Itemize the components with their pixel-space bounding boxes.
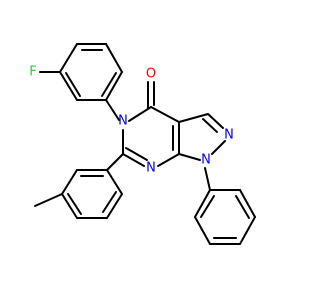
- nitrogen-label: N: [118, 114, 128, 129]
- fluorophenyl-ring: [39, 43, 123, 101]
- bond: [194, 189, 211, 218]
- bond: [239, 216, 256, 245]
- nitrogen-label: N: [224, 128, 234, 143]
- oxygen-label: O: [146, 67, 156, 82]
- bond: [125, 147, 148, 161]
- bond: [204, 167, 211, 191]
- bond: [67, 193, 82, 215]
- bond: [106, 169, 123, 195]
- bond: [106, 193, 123, 219]
- bond: [202, 118, 218, 133]
- nitrogen-label: N: [201, 153, 211, 168]
- bond: [59, 71, 78, 101]
- bond: [105, 71, 123, 101]
- bond: [150, 106, 180, 123]
- bond: [102, 191, 117, 213]
- methyl-bond: [34, 193, 63, 207]
- phenyl-ring: [194, 189, 256, 245]
- bond: [61, 193, 78, 219]
- bond: [65, 72, 81, 97]
- bond: [59, 43, 78, 73]
- bond: [157, 153, 180, 167]
- bond: [211, 140, 226, 155]
- bond: [178, 153, 201, 161]
- bond: [105, 99, 120, 121]
- bond: [235, 195, 250, 219]
- bond: [128, 106, 152, 122]
- pyrazole-ring: [178, 113, 226, 161]
- nitrogen-label: N: [146, 161, 156, 176]
- bond: [194, 216, 211, 245]
- molecule-structure: F O N N N N: [29, 43, 256, 245]
- tolyl-ring: [61, 169, 123, 219]
- bond: [207, 113, 224, 129]
- bond: [122, 153, 145, 167]
- pyrimidine-ring: [122, 106, 180, 167]
- bond: [239, 189, 256, 218]
- bond: [101, 72, 117, 97]
- bond: [178, 113, 209, 123]
- bond: [61, 169, 78, 195]
- fluorine-label: F: [29, 65, 36, 80]
- bond: [106, 153, 124, 171]
- bond: [200, 195, 215, 218]
- bond: [105, 43, 123, 73]
